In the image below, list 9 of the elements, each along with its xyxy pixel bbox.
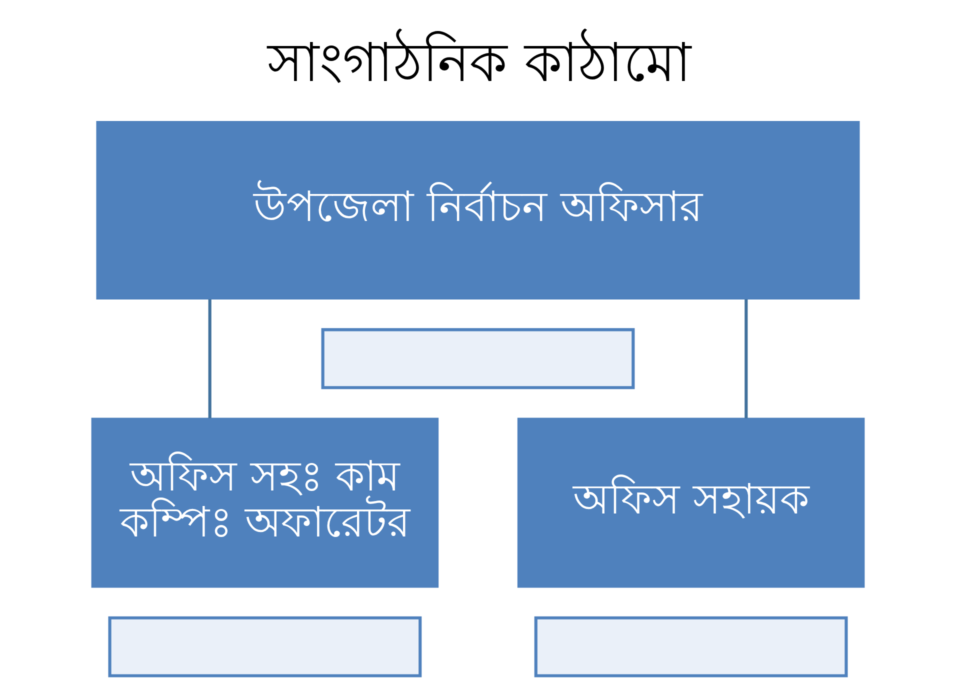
- diagram-title: সাংগাঠনিক কাঠামো: [266, 31, 692, 94]
- connector: [744, 299, 748, 418]
- connector: [208, 299, 211, 418]
- node-box: অফিস সহঃ কাম কম্পিঃ অফারেটর: [90, 418, 438, 588]
- node-box: অফিস সহায়ক: [516, 418, 864, 588]
- node-box: [320, 328, 634, 390]
- node-box: [534, 616, 848, 678]
- node-box: উপজেলা নির্বাচন অফিসার: [96, 120, 860, 300]
- node-box: [108, 616, 422, 678]
